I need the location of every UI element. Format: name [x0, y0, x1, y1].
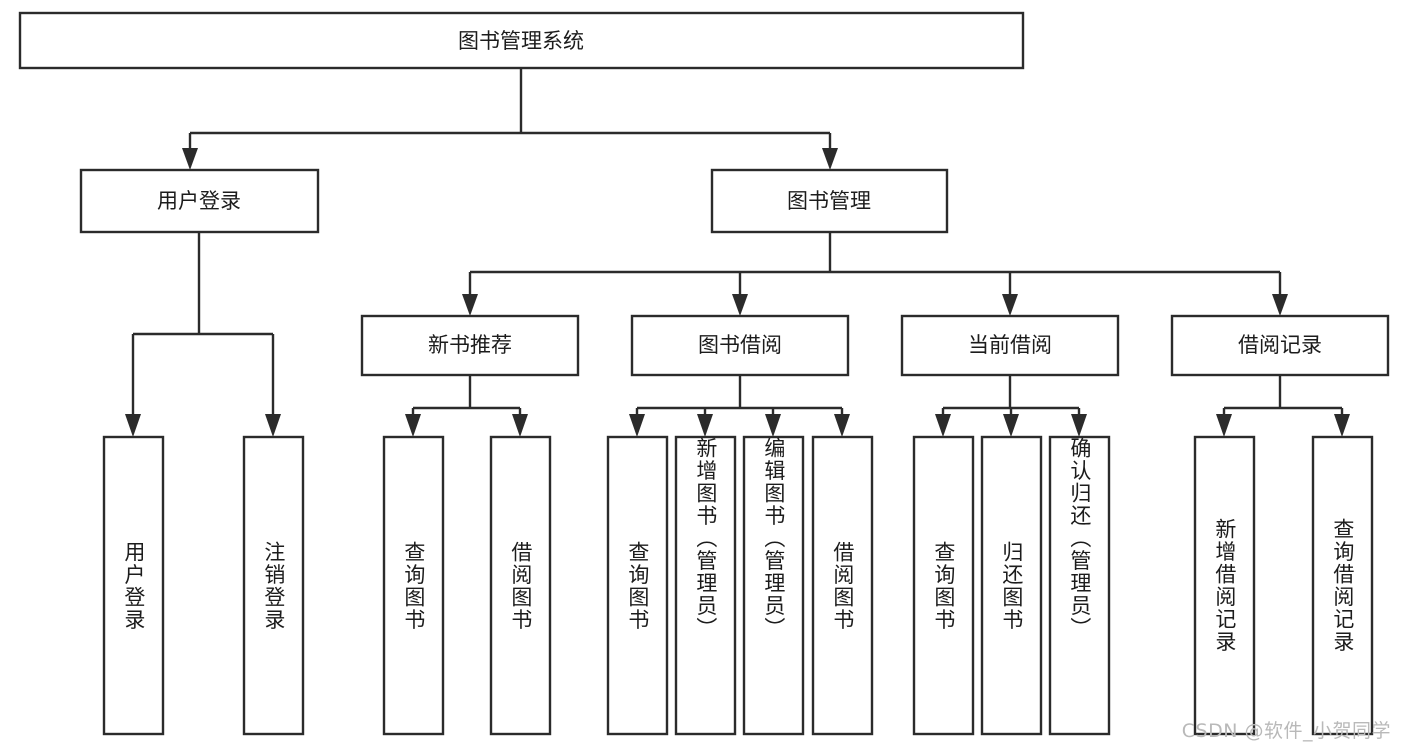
- leaf-box[interactable]: [912, 435, 975, 736]
- leaf-boxes-new-book: [382, 435, 552, 736]
- node-root-label: 图书管理系统: [458, 29, 584, 53]
- node-root-system[interactable]: 图书管理系统: [18, 11, 1025, 70]
- node-current-borrow-label: 当前借阅: [968, 333, 1052, 357]
- leaf-box[interactable]: [102, 435, 165, 736]
- connector-borrowrecord-to-leaves: [1216, 375, 1350, 437]
- leaf-box[interactable]: [489, 435, 552, 736]
- leaf-box[interactable]: [674, 435, 737, 736]
- leaf-box[interactable]: [1311, 435, 1374, 736]
- leaf-boxes-current-borrow: [912, 435, 1111, 736]
- leaf-box[interactable]: [811, 435, 874, 736]
- connector-userlogin-to-leaves: [125, 232, 281, 437]
- node-user-login[interactable]: 用户登录: [79, 168, 320, 234]
- node-user-login-label: 用户登录: [157, 189, 241, 213]
- leaf-box[interactable]: [606, 435, 669, 736]
- node-borrow-record[interactable]: 借阅记录: [1170, 314, 1390, 377]
- leaf-box[interactable]: [382, 435, 445, 736]
- node-current-borrow[interactable]: 当前借阅: [900, 314, 1120, 377]
- leaf-box[interactable]: [1193, 435, 1256, 736]
- node-book-borrow[interactable]: 图书借阅: [630, 314, 850, 377]
- node-book-management[interactable]: 图书管理: [710, 168, 949, 234]
- node-book-management-label: 图书管理: [787, 189, 871, 213]
- csdn-watermark: CSDN @软件_小贺同学: [1181, 720, 1391, 742]
- node-new-book-recommend-label: 新书推荐: [428, 333, 512, 357]
- node-borrow-record-label: 借阅记录: [1238, 333, 1322, 357]
- connector-bookmgmt-to-level3: [462, 232, 1288, 316]
- connector-currentborrow-to-leaves: [935, 375, 1087, 437]
- connector-bookborrow-to-leaves: [629, 375, 850, 437]
- connector-newbook-to-leaves: [405, 375, 528, 437]
- leaf-box[interactable]: [242, 435, 305, 736]
- leaf-box[interactable]: [1048, 435, 1111, 736]
- leaf-box[interactable]: [742, 435, 805, 736]
- node-book-borrow-label: 图书借阅: [698, 333, 782, 357]
- leaf-boxes-borrow-record: [1193, 435, 1374, 736]
- leaf-boxes-user-login: [102, 435, 305, 736]
- node-new-book-recommend[interactable]: 新书推荐: [360, 314, 580, 377]
- leaf-boxes-book-borrow: [606, 435, 874, 736]
- leaf-box[interactable]: [980, 435, 1043, 736]
- connector-root-to-level2: [182, 68, 838, 170]
